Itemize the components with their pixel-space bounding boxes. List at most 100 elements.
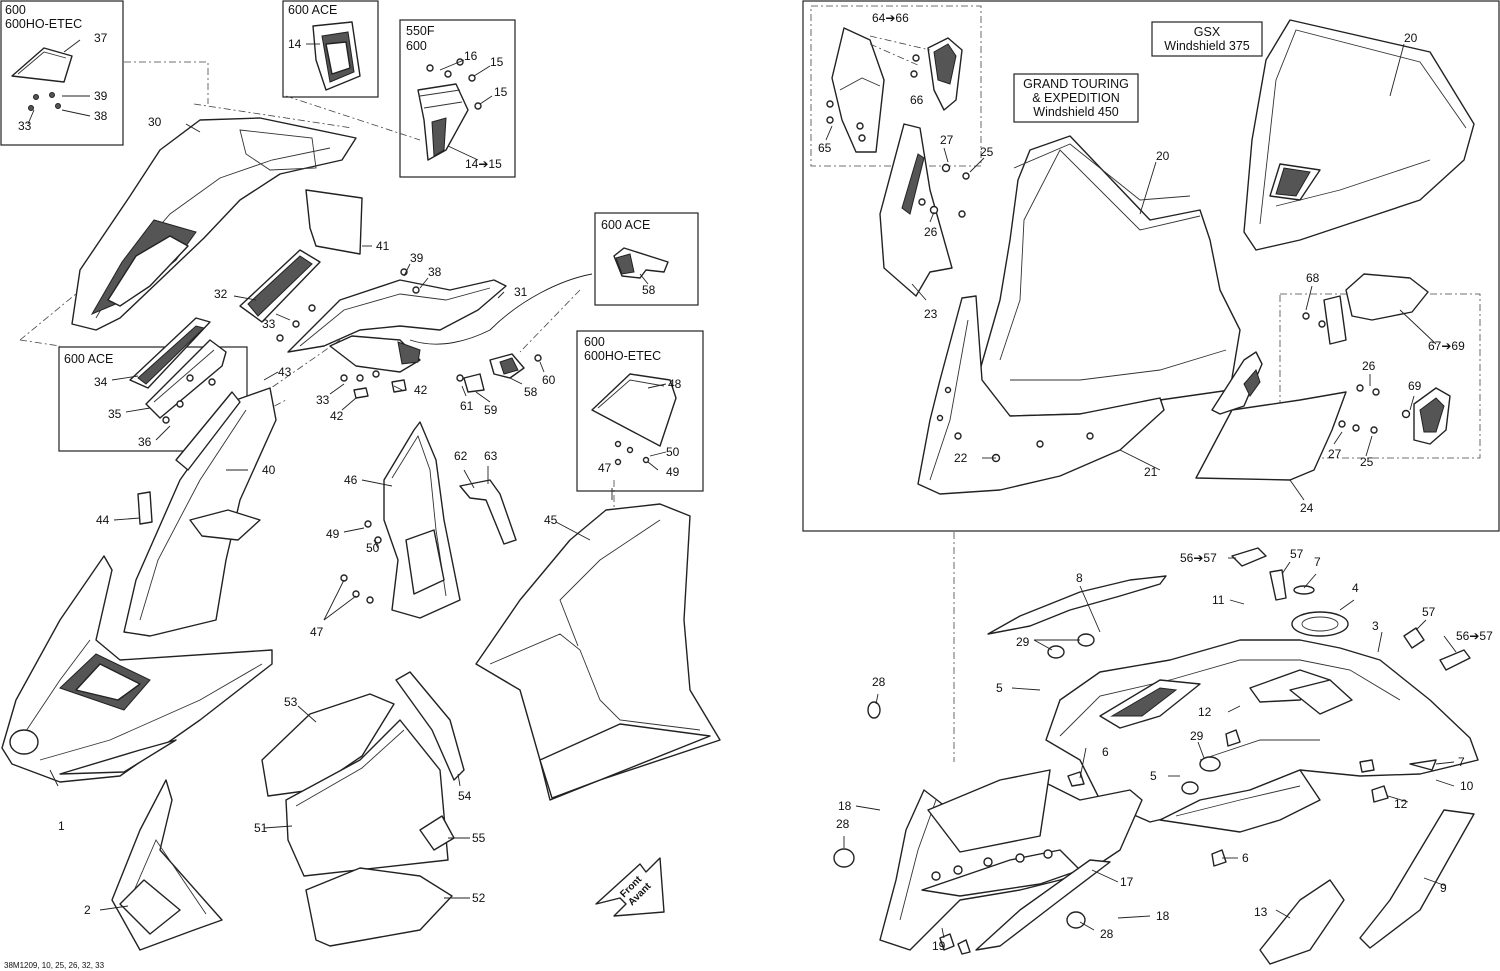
svg-text:24: 24: [1300, 501, 1314, 515]
leader-lines: [49, 43, 1457, 939]
svg-text:66: 66: [910, 93, 924, 107]
svg-text:47: 47: [310, 625, 324, 639]
svg-text:67➔69: 67➔69: [1428, 339, 1465, 353]
svg-text:GSX: GSX: [1194, 25, 1221, 39]
part-21-windshield-base: [917, 295, 1165, 495]
svg-text:10: 10: [1460, 779, 1474, 793]
svg-text:14: 14: [288, 37, 302, 51]
svg-text:37: 37: [94, 31, 108, 45]
svg-text:44: 44: [96, 513, 110, 527]
svg-text:1: 1: [58, 819, 65, 833]
svg-text:33: 33: [316, 393, 330, 407]
svg-text:21: 21: [1144, 465, 1158, 479]
svg-text:15: 15: [490, 55, 504, 69]
svg-text:34: 34: [94, 375, 108, 389]
svg-text:20: 20: [1156, 149, 1170, 163]
svg-text:17: 17: [1120, 875, 1134, 889]
box-550f-600: 550F 600: [399, 19, 516, 178]
svg-text:30: 30: [148, 115, 162, 129]
box-600-600ho-right: 600 600HO-ETEC: [576, 330, 704, 492]
svg-text:19: 19: [932, 939, 946, 953]
svg-text:52: 52: [472, 891, 486, 905]
svg-text:12: 12: [1394, 797, 1408, 811]
svg-text:28: 28: [1100, 927, 1114, 941]
part-54: [395, 671, 465, 781]
svg-text:600HO-ETEC: 600HO-ETEC: [5, 17, 82, 31]
svg-text:43: 43: [278, 365, 292, 379]
svg-text:46: 46: [344, 473, 358, 487]
front-arrow: Front Avant: [595, 857, 665, 917]
svg-text:16: 16: [464, 49, 478, 63]
svg-text:12: 12: [1198, 705, 1212, 719]
part-53: [261, 693, 395, 797]
svg-text:54: 54: [458, 789, 472, 803]
svg-text:600: 600: [5, 3, 26, 17]
svg-text:& EXPEDITION: & EXPEDITION: [1032, 91, 1120, 105]
svg-text:68: 68: [1306, 271, 1320, 285]
svg-text:65: 65: [818, 141, 832, 155]
svg-text:25: 25: [1360, 455, 1374, 469]
svg-text:59: 59: [484, 403, 498, 417]
svg-text:39: 39: [94, 89, 108, 103]
svg-text:25: 25: [980, 145, 994, 159]
svg-text:33: 33: [18, 119, 32, 133]
svg-text:26: 26: [1362, 359, 1376, 373]
svg-text:600: 600: [406, 39, 427, 53]
part-40-side-panel: [123, 387, 277, 637]
svg-text:2: 2: [84, 903, 91, 917]
svg-text:60: 60: [542, 373, 556, 387]
svg-text:18: 18: [1156, 909, 1170, 923]
svg-text:38: 38: [428, 265, 442, 279]
svg-text:42: 42: [414, 383, 428, 397]
svg-text:42: 42: [330, 409, 344, 423]
figure-code: 38M1209, 10, 25, 26, 32, 33: [4, 961, 105, 970]
svg-text:GRAND TOURING: GRAND TOURING: [1023, 77, 1129, 91]
part-23-deflector: [879, 123, 953, 297]
svg-text:18: 18: [838, 799, 852, 813]
svg-text:6: 6: [1242, 851, 1249, 865]
part-13: [1259, 879, 1345, 965]
svg-text:5: 5: [1150, 769, 1157, 783]
part-67-69-mirror: [1345, 273, 1429, 321]
svg-text:600HO-ETEC: 600HO-ETEC: [584, 349, 661, 363]
svg-text:26: 26: [924, 225, 938, 239]
svg-text:29: 29: [1016, 635, 1030, 649]
svg-text:39: 39: [410, 251, 424, 265]
svg-text:27: 27: [940, 133, 954, 147]
svg-text:5: 5: [996, 681, 1003, 695]
svg-text:4: 4: [1352, 581, 1359, 595]
part-4-cap-ring: [1291, 611, 1349, 637]
part-9-strip: [1359, 809, 1475, 949]
svg-text:13: 13: [1254, 905, 1268, 919]
box-grand-touring: GRAND TOURING & EXPEDITION Windshield 45…: [1013, 73, 1139, 123]
box-600ace-right: 600 ACE: [594, 212, 699, 306]
part-64-66-mirror: [831, 27, 885, 153]
svg-text:11: 11: [1212, 593, 1225, 607]
svg-text:27: 27: [1328, 447, 1342, 461]
svg-text:55: 55: [472, 831, 486, 845]
svg-text:600 ACE: 600 ACE: [601, 218, 650, 232]
box-600-600ho-topleft: 600 600HO-ETEC: [0, 0, 124, 146]
svg-text:69: 69: [1408, 379, 1422, 393]
svg-text:58: 58: [642, 283, 656, 297]
svg-text:56➔57: 56➔57: [1456, 629, 1493, 643]
svg-text:600: 600: [584, 335, 605, 349]
svg-text:57: 57: [1290, 547, 1304, 561]
svg-text:41: 41: [376, 239, 390, 253]
svg-text:28: 28: [872, 675, 886, 689]
svg-text:47: 47: [598, 461, 612, 475]
svg-text:51: 51: [254, 821, 268, 835]
svg-text:14➔15: 14➔15: [465, 157, 502, 171]
callout-labels: 37 39 33 38 14 16 15 15 14➔15 30 41 39 3…: [18, 11, 1493, 953]
part-1-nose: [1, 555, 273, 783]
svg-text:Windshield 375: Windshield 375: [1164, 39, 1250, 53]
svg-text:48: 48: [668, 377, 682, 391]
svg-text:50: 50: [666, 445, 680, 459]
svg-text:7: 7: [1458, 755, 1465, 769]
part-24-deflector: [1195, 391, 1347, 481]
svg-text:53: 53: [284, 695, 298, 709]
box-600ace-top: 600 ACE: [282, 0, 379, 98]
part-41-panel: [305, 189, 363, 255]
svg-text:61: 61: [460, 399, 474, 413]
